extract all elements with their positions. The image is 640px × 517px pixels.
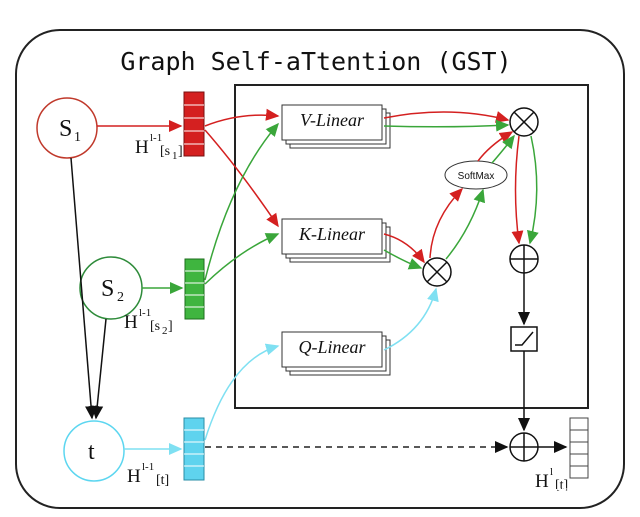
edge-s1-to-vlinear bbox=[204, 108, 280, 127]
vector-t-label: H l-1 [t] bbox=[127, 461, 169, 488]
sum-node bbox=[509, 244, 539, 274]
edge-s2-t bbox=[91, 318, 107, 420]
svg-text:]: ] bbox=[178, 144, 183, 159]
softmax-label: SoftMax bbox=[458, 171, 495, 182]
edge-vlinear-to-multiply bbox=[383, 111, 510, 123]
svg-text:l-1: l-1 bbox=[142, 461, 154, 473]
svg-text:[t]: [t] bbox=[156, 473, 169, 488]
watermark: 头条 @集智俱乐部 bbox=[484, 487, 600, 504]
q-linear-label: Q-Linear bbox=[299, 337, 367, 357]
edge-t-to-qlinear bbox=[204, 343, 280, 441]
edge-s2-to-vlinear bbox=[204, 122, 279, 281]
svg-text:[s: [s bbox=[160, 144, 170, 159]
outer-frame bbox=[15, 29, 625, 509]
svg-text:l: l bbox=[550, 466, 553, 478]
svg-text:H: H bbox=[124, 312, 138, 333]
q-linear-block: Q-Linear bbox=[281, 331, 391, 376]
node-t-label: t bbox=[88, 439, 95, 465]
multiply-kq bbox=[422, 257, 452, 287]
node-t: t bbox=[63, 420, 125, 482]
edge-vlinear-to-multiply-green bbox=[383, 119, 510, 132]
svg-text:2: 2 bbox=[162, 325, 168, 337]
svg-text:]: ] bbox=[168, 319, 173, 334]
diagram-title: Graph Self-aTtention (GST) bbox=[120, 47, 511, 76]
vector-s1-label: H l-1 [s 1 ] bbox=[135, 132, 183, 162]
v-linear-block: V-Linear bbox=[281, 104, 391, 149]
svg-text:H: H bbox=[127, 466, 141, 487]
node-s1: S 1 bbox=[36, 97, 98, 159]
edge-s2-to-klinear bbox=[204, 233, 280, 285]
edge-qlinear-to-kq bbox=[383, 287, 439, 351]
residual-add-node bbox=[509, 432, 539, 462]
k-linear-block: K-Linear bbox=[281, 218, 391, 263]
vector-s2-label: H l-1 [s 2 ] bbox=[124, 307, 173, 337]
multiply-va bbox=[509, 107, 539, 137]
activation-node bbox=[510, 326, 538, 352]
edge-softmax-to-multiply-green bbox=[491, 134, 515, 164]
vector-s1 bbox=[183, 91, 205, 157]
node-s1-label: S bbox=[59, 116, 72, 142]
svg-text:H: H bbox=[535, 471, 549, 492]
edge-multiply-to-sum-red bbox=[511, 135, 524, 245]
svg-text:l-1: l-1 bbox=[150, 132, 162, 144]
node-s1-sub: 1 bbox=[74, 130, 81, 145]
edge-s1-t bbox=[70, 157, 98, 420]
node-s2-sub: 2 bbox=[117, 290, 124, 305]
softmax-node: SoftMax bbox=[444, 160, 508, 190]
edge-s1-to-klinear bbox=[204, 129, 279, 228]
svg-text:H: H bbox=[135, 137, 149, 158]
edge-kq-to-softmax-green bbox=[445, 188, 485, 260]
node-s2-label: S bbox=[101, 276, 114, 302]
edge-softmax-to-multiply-red bbox=[477, 131, 514, 162]
svg-text:1: 1 bbox=[172, 150, 178, 162]
node-s2: S 2 bbox=[79, 256, 143, 320]
vector-s2 bbox=[184, 258, 205, 320]
vector-output bbox=[569, 417, 589, 479]
edge-kq-to-softmax-red bbox=[429, 187, 464, 259]
vector-t bbox=[183, 417, 205, 481]
svg-text:[t]: [t] bbox=[555, 478, 568, 493]
vector-output-label: H l [t] bbox=[535, 466, 568, 493]
attention-block bbox=[234, 84, 589, 409]
v-linear-label: V-Linear bbox=[300, 110, 365, 130]
svg-text:l-1: l-1 bbox=[139, 307, 151, 319]
k-linear-label: K-Linear bbox=[298, 224, 366, 244]
edge-multiply-to-sum-green bbox=[527, 135, 539, 245]
svg-text:[s: [s bbox=[150, 319, 160, 334]
edge-klinear-to-kq-green bbox=[383, 249, 423, 270]
